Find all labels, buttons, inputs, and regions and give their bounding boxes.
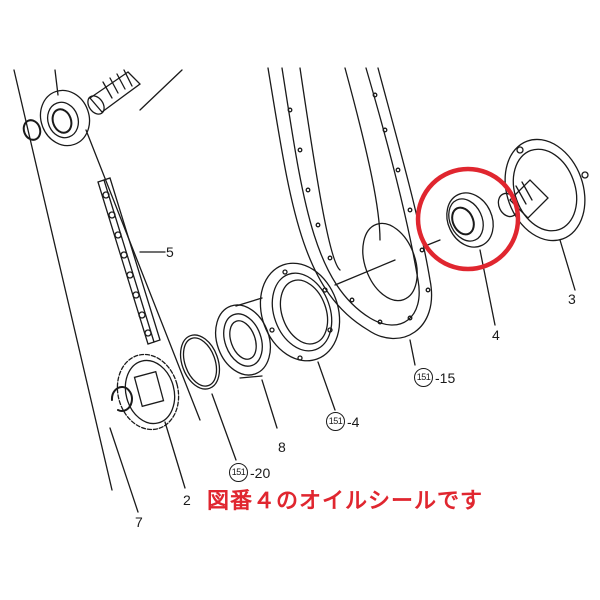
chain: [97, 177, 166, 345]
circlip: [109, 385, 139, 513]
part-label-4: 4: [492, 327, 500, 343]
ref-suffix: -15: [435, 369, 456, 386]
bearing-housing: [259, 262, 341, 411]
ref-label-151-15: 151 -15: [414, 368, 455, 387]
shaft-lines: [13, 69, 201, 491]
caption-text: 図番４のオイルシールです: [207, 489, 484, 514]
ref-label-151-20: 151 -20: [229, 463, 270, 482]
ref-suffix: -20: [250, 464, 271, 481]
oil-seal: [424, 192, 519, 326]
lower-sprocket: [116, 353, 186, 489]
ref-suffix: -4: [347, 413, 360, 430]
highlight-circle: [415, 166, 521, 272]
part-label-3: 3: [568, 291, 576, 307]
ref-circle: 151: [414, 368, 433, 387]
chain-case: [267, 67, 433, 366]
part-label-2: 2: [183, 492, 191, 508]
part-label-8: 8: [278, 439, 286, 455]
ref-label-151-4: 151 -4: [326, 412, 359, 431]
flanged-housing: [504, 138, 589, 291]
part-label-7: 7: [135, 514, 143, 530]
part-label-5: 5: [166, 244, 174, 260]
splined-shaft-top: [87, 69, 141, 115]
ref-circle: 151: [326, 412, 345, 431]
snap-ring: [179, 334, 237, 461]
upper-sprocket: [22, 89, 91, 147]
ref-circle: 151: [229, 463, 248, 482]
